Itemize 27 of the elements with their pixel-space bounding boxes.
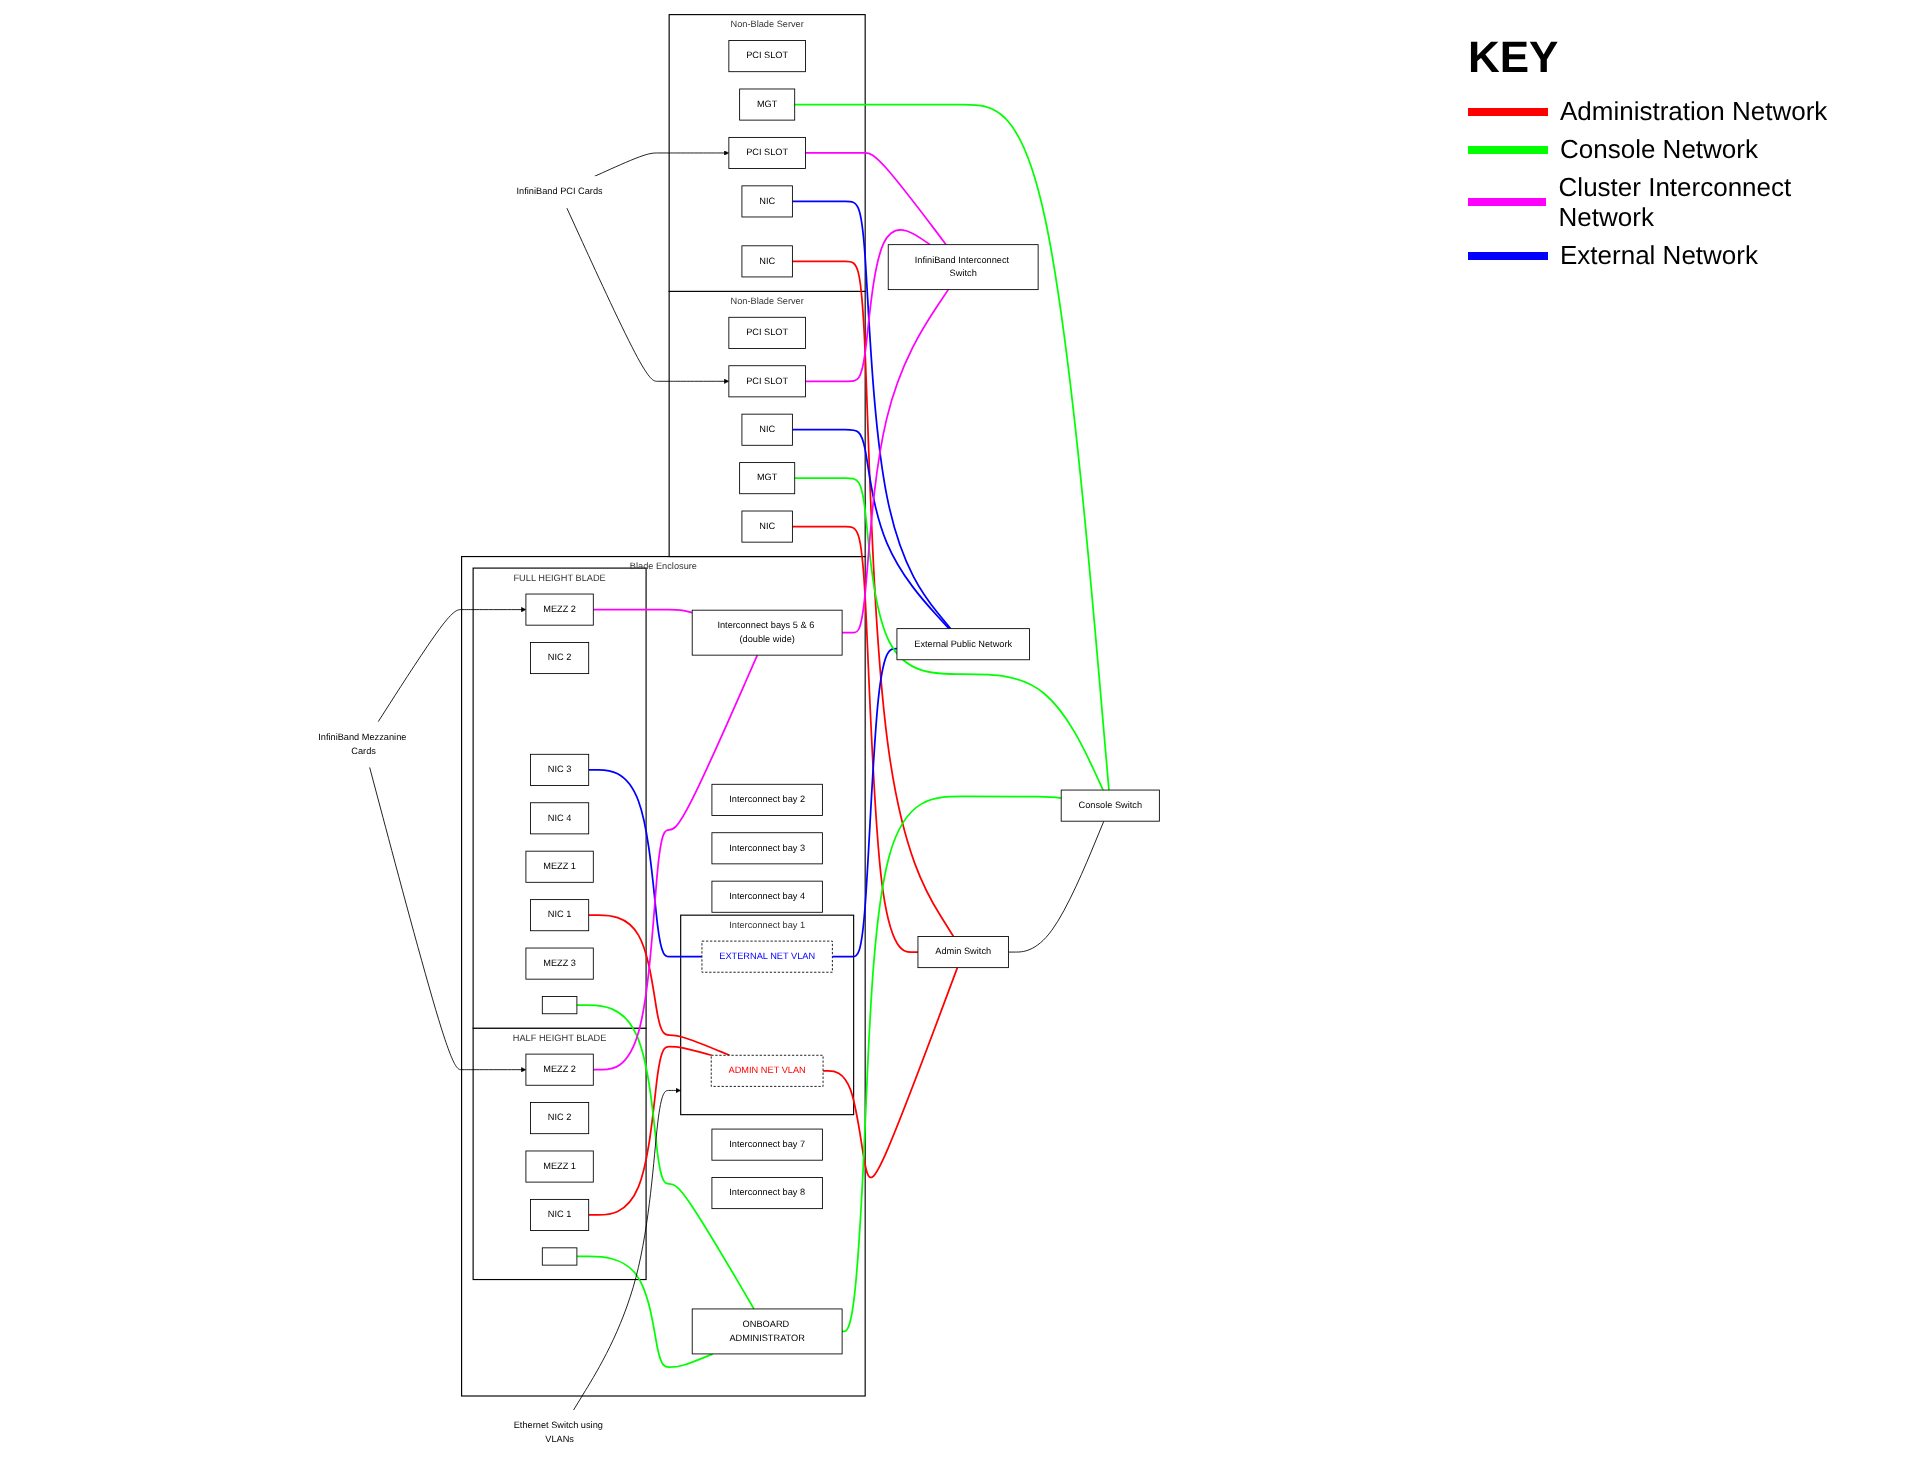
legend-label: External Network <box>1560 240 1758 270</box>
connector <box>576 1004 755 1310</box>
legend-label: Administration Network <box>1560 96 1828 126</box>
connector <box>841 288 950 634</box>
connector <box>791 200 952 630</box>
connector <box>793 477 1104 791</box>
connector <box>791 525 919 953</box>
connector <box>592 654 759 1071</box>
node-box <box>541 996 578 1015</box>
connector <box>1008 820 1105 953</box>
connector <box>791 428 950 630</box>
connector <box>587 914 731 1057</box>
legend-label: Cluster Interconnect Network <box>1558 172 1794 232</box>
legend-heading: KEY <box>1468 32 1561 84</box>
connector <box>587 769 703 958</box>
connector <box>841 795 1063 1333</box>
connector <box>587 1045 713 1216</box>
connector <box>804 229 931 383</box>
node-box <box>541 1247 578 1266</box>
connector <box>576 1255 714 1369</box>
connector <box>804 152 947 246</box>
connector <box>791 260 955 938</box>
connector <box>831 647 898 958</box>
connector <box>822 966 959 1179</box>
connector <box>592 608 694 614</box>
connector <box>793 103 1110 791</box>
legend-label: Console Network <box>1560 134 1758 164</box>
